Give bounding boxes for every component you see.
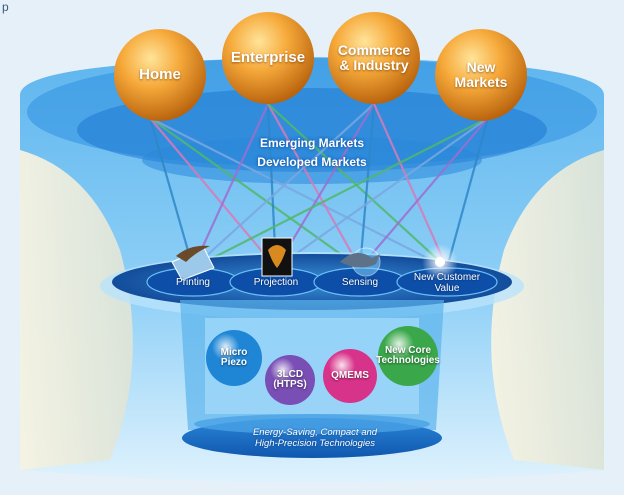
connection-line bbox=[267, 103, 448, 269]
connection-line bbox=[445, 117, 490, 269]
connection-line bbox=[275, 117, 489, 269]
developed-markets-label: Developed Markets bbox=[257, 155, 367, 169]
base-top bbox=[194, 414, 430, 434]
app-label-new-customer-value: New Customer Value bbox=[413, 272, 481, 294]
connection-line bbox=[358, 103, 376, 269]
market-sphere-home bbox=[114, 29, 206, 121]
core-sphere-3lcd bbox=[265, 355, 315, 405]
connection-line bbox=[192, 117, 489, 269]
core-sphere-qmems bbox=[323, 349, 377, 403]
funnel-side-right bbox=[491, 150, 604, 470]
printing-picture bbox=[171, 245, 215, 281]
connection-line bbox=[359, 117, 489, 269]
connection-line bbox=[149, 117, 277, 269]
core-label-3lcd: 3LCD (HTPS) bbox=[273, 368, 307, 390]
funnel-side-left bbox=[20, 150, 133, 470]
connection-line bbox=[191, 103, 270, 269]
core-label-new-core: New Core Technologies bbox=[376, 344, 440, 366]
core-sphere-new-core bbox=[378, 326, 438, 386]
connection-line bbox=[267, 103, 361, 269]
core-sphere-micro-piezo bbox=[206, 330, 262, 386]
market-sphere-new-markets bbox=[435, 29, 527, 121]
market-sphere-commerce bbox=[328, 12, 420, 104]
market-sphere-enterprise bbox=[222, 12, 314, 104]
connection-line bbox=[372, 103, 449, 269]
app-label-sensing: Sensing bbox=[341, 277, 379, 288]
new-customer-value-glow bbox=[422, 244, 458, 280]
sensing-picture bbox=[340, 247, 381, 277]
core-label-qmems: QMEMS bbox=[331, 369, 369, 381]
projection-picture bbox=[261, 237, 293, 277]
emerging-markets-label: Emerging Markets bbox=[259, 136, 365, 150]
core-label-micro-piezo: Micro Piezo bbox=[220, 346, 248, 368]
base-caption: Energy-Saving, Compact and High-Precisio… bbox=[252, 427, 378, 449]
header-fragment: p bbox=[2, 0, 9, 14]
app-label-projection: Projection bbox=[253, 277, 299, 288]
connection-line bbox=[149, 117, 448, 269]
connection-line bbox=[148, 117, 195, 269]
app-label-printing: Printing bbox=[176, 277, 210, 288]
connection-line bbox=[192, 103, 375, 269]
connection-line bbox=[149, 117, 361, 269]
